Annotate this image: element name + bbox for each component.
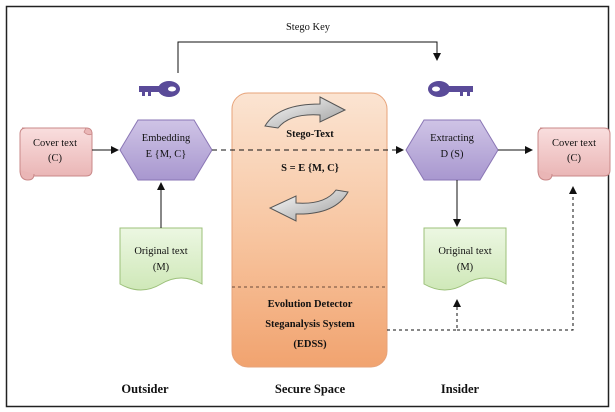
zone-secure-space: Secure Space: [274, 382, 346, 396]
extracting-label: Extracting: [430, 133, 474, 144]
key-icon-right: [428, 81, 473, 97]
stego-key-label: Stego Key: [285, 22, 331, 33]
zone-insider: Insider: [440, 382, 480, 396]
cover-text-left-line2: (C): [48, 153, 62, 164]
key-icon-left: [139, 81, 180, 97]
stego-key-connector: [177, 41, 441, 73]
embedding-hexagon: [119, 119, 213, 181]
extracting-formula: D (S): [440, 149, 464, 160]
original-text-wave-left: [119, 227, 203, 291]
edss-line2: Steganalysis System: [265, 319, 355, 330]
original-text-left-line1: Original text: [134, 246, 188, 257]
cycle-arrow-bottom: [268, 189, 349, 222]
cover-text-right-line1: Cover text: [551, 138, 597, 149]
edss-to-original-arrow: [387, 299, 461, 331]
cover-text-scroll-left: [19, 127, 93, 181]
original-text-wave-right: [423, 227, 507, 291]
edss-to-cover-arrow: [457, 186, 577, 331]
edss-line3: (EDSS): [293, 339, 327, 350]
embedding-formula: E {M, C}: [145, 149, 187, 160]
extracting-hexagon: [405, 119, 499, 181]
edss-line1: Evolution Detector: [267, 299, 353, 310]
original-text-right-line2: (M): [456, 262, 474, 273]
embedding-label: Embedding: [141, 133, 191, 144]
stego-text-title: Stego-Text: [286, 129, 334, 140]
original-text-right-line1: Original text: [438, 246, 492, 257]
cover-text-right-line2: (C): [567, 153, 581, 164]
zone-outsider: Outsider: [121, 382, 169, 396]
cover-text-left-line1: Cover text: [32, 138, 78, 149]
original-text-left-line2: (M): [152, 262, 170, 273]
cover-text-scroll-right: [537, 127, 611, 181]
stego-text-formula: S = E {M, C}: [281, 163, 339, 174]
cycle-arrow-top: [264, 96, 347, 129]
secure-space-panel: [231, 92, 388, 368]
